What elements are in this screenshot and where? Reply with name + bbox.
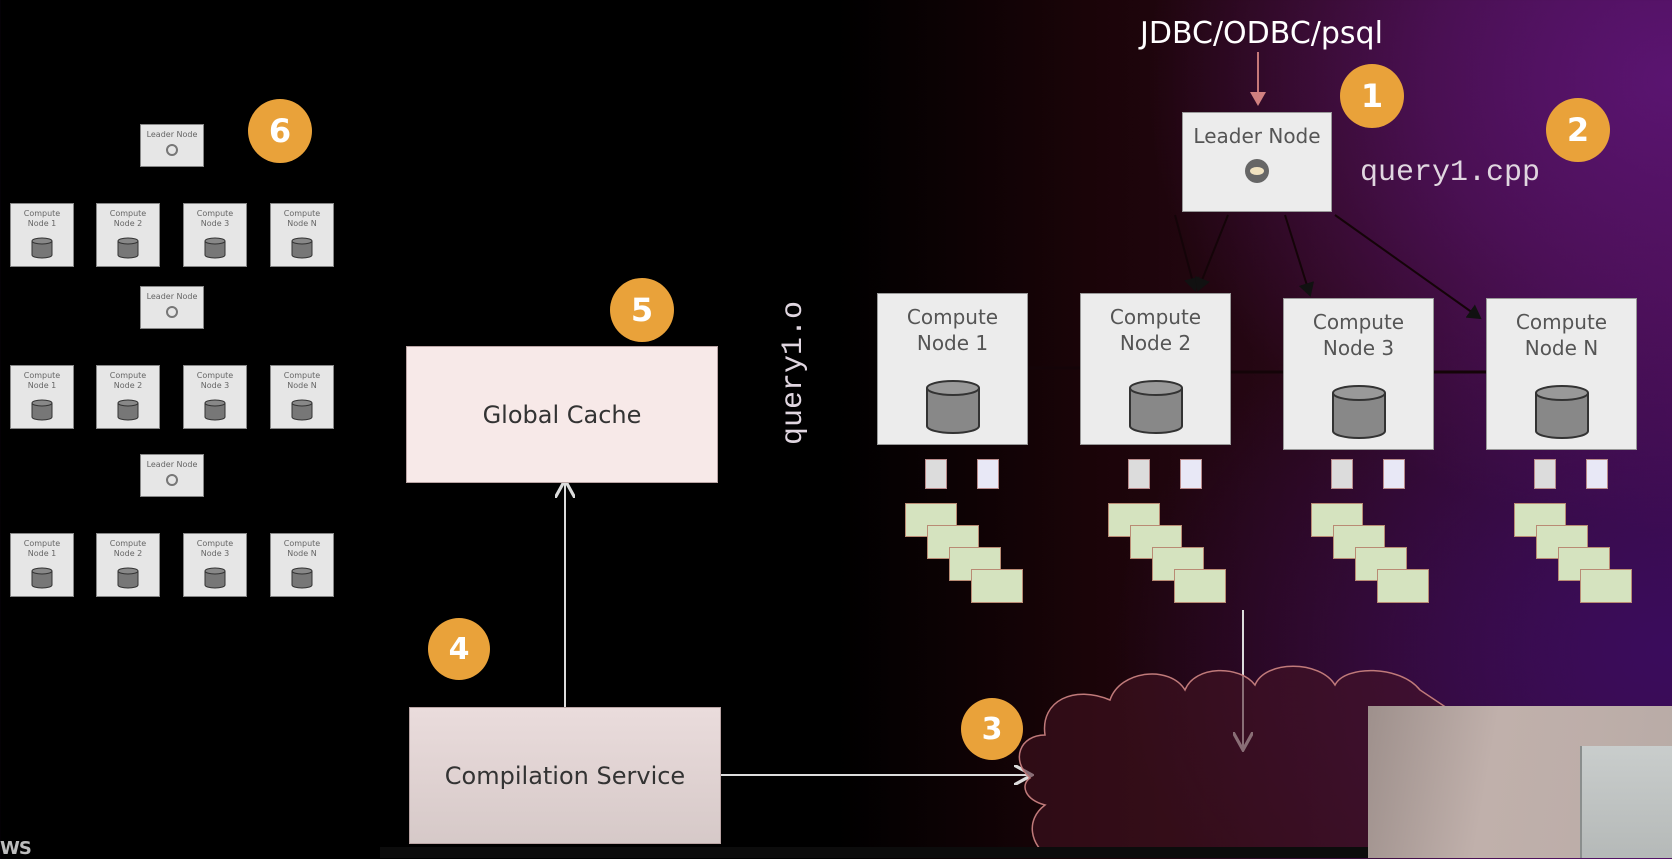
compute-node-number: Node 1 xyxy=(916,331,989,355)
slice-icon xyxy=(1128,459,1150,489)
leader-node-icon xyxy=(166,306,178,318)
database-icon xyxy=(1128,380,1183,434)
client-label: JDBC/ODBC/psql xyxy=(1140,16,1383,51)
mini-compute-label: Compute Node N xyxy=(283,371,321,390)
compute-node-number: Node 3 xyxy=(1322,336,1395,360)
mini-leader-node: Leader Node xyxy=(140,454,204,497)
mini-compute-label: Compute Node 1 xyxy=(23,209,61,228)
mini-leader-node: Leader Node xyxy=(140,124,204,167)
mini-compute-node: Compute Node 1 xyxy=(10,533,74,597)
compute-node-number: Node N xyxy=(1524,336,1599,360)
global-cache-label: Global Cache xyxy=(482,400,642,429)
data-block-icon xyxy=(1174,569,1226,603)
leader-node-label: Leader Node xyxy=(1193,124,1321,148)
mini-compute-label: Compute Node 2 xyxy=(109,209,147,228)
database-icon xyxy=(11,237,73,263)
mini-compute-label: Compute Node 2 xyxy=(109,371,147,390)
mini-compute-node: Compute Node 2 xyxy=(96,533,160,597)
aws-logo: WS xyxy=(0,838,32,859)
compute-node-number: Node 2 xyxy=(1119,331,1192,355)
mini-compute-label: Compute Node 1 xyxy=(23,539,61,558)
mini-compute-node: Compute Node 1 xyxy=(10,203,74,267)
caption-bar xyxy=(380,847,1368,858)
mini-leader-label: Leader Node xyxy=(146,460,198,469)
leader-node-icon xyxy=(166,144,178,156)
global-cache-box: Global Cache xyxy=(406,346,718,483)
leader-node: Leader Node xyxy=(1182,112,1332,212)
mini-compute-node: Compute Node 2 xyxy=(96,203,160,267)
slice-icon xyxy=(925,459,947,489)
database-icon xyxy=(97,237,159,263)
mini-compute-label: Compute Node N xyxy=(283,209,321,228)
database-icon xyxy=(97,399,159,425)
mini-compute-node: Compute Node N xyxy=(270,533,334,597)
source-file-label: query1.cpp xyxy=(1360,156,1541,190)
mini-compute-label: Compute Node 1 xyxy=(23,371,61,390)
slice-icon xyxy=(1383,459,1405,489)
mini-compute-label: Compute Node 3 xyxy=(196,371,234,390)
mini-compute-node: Compute Node 2 xyxy=(96,365,160,429)
database-icon xyxy=(925,380,980,434)
database-icon xyxy=(271,399,333,425)
database-icon xyxy=(184,237,246,263)
mini-compute-label: Compute Node N xyxy=(283,539,321,558)
webcam-overlay xyxy=(1368,706,1672,858)
mini-compute-node: Compute Node N xyxy=(270,203,334,267)
leader-node-icon xyxy=(166,474,178,486)
step-badge-2: 2 xyxy=(1546,98,1610,162)
object-file-label: query1.o xyxy=(777,300,811,445)
mini-compute-node: Compute Node 3 xyxy=(183,203,247,267)
database-icon xyxy=(11,567,73,593)
database-icon xyxy=(271,237,333,263)
slice-icon xyxy=(1180,459,1202,489)
compilation-service-box: Compilation Service xyxy=(409,707,721,844)
database-icon xyxy=(184,399,246,425)
database-icon xyxy=(11,399,73,425)
step-badge-5: 5 xyxy=(610,278,674,342)
mini-leader-node: Leader Node xyxy=(140,286,204,329)
step-badge-6: 6 xyxy=(248,99,312,163)
data-block-icon xyxy=(971,569,1023,603)
mini-compute-label: Compute Node 2 xyxy=(109,539,147,558)
mini-leader-label: Leader Node xyxy=(146,130,198,139)
mini-compute-node: Compute Node N xyxy=(270,365,334,429)
webcam-door xyxy=(1580,746,1672,858)
slice-icon xyxy=(1586,459,1608,489)
compilation-service-label: Compilation Service xyxy=(444,761,686,790)
mini-compute-node: Compute Node 1 xyxy=(10,365,74,429)
mini-leader-label: Leader Node xyxy=(146,292,198,301)
database-icon xyxy=(97,567,159,593)
step-badge-4: 4 xyxy=(428,618,490,680)
database-icon xyxy=(271,567,333,593)
mini-compute-node: Compute Node 3 xyxy=(183,365,247,429)
compute-node-label: Compute xyxy=(906,305,999,329)
slice-icon xyxy=(1534,459,1556,489)
database-icon xyxy=(1331,385,1386,439)
step-badge-1: 1 xyxy=(1340,64,1404,128)
database-icon xyxy=(184,567,246,593)
mini-compute-label: Compute Node 3 xyxy=(196,539,234,558)
data-block-icon xyxy=(1377,569,1429,603)
compute-node-label: Compute xyxy=(1312,310,1405,334)
slice-icon xyxy=(977,459,999,489)
slice-icon xyxy=(1331,459,1353,489)
compute-node-label: Compute xyxy=(1515,310,1608,334)
data-block-icon xyxy=(1580,569,1632,603)
mini-compute-label: Compute Node 3 xyxy=(196,209,234,228)
compute-node-label: Compute xyxy=(1109,305,1202,329)
leader-node-icon xyxy=(1245,159,1269,183)
step-badge-3: 3 xyxy=(961,698,1023,760)
mini-compute-node: Compute Node 3 xyxy=(183,533,247,597)
database-icon xyxy=(1534,385,1589,439)
